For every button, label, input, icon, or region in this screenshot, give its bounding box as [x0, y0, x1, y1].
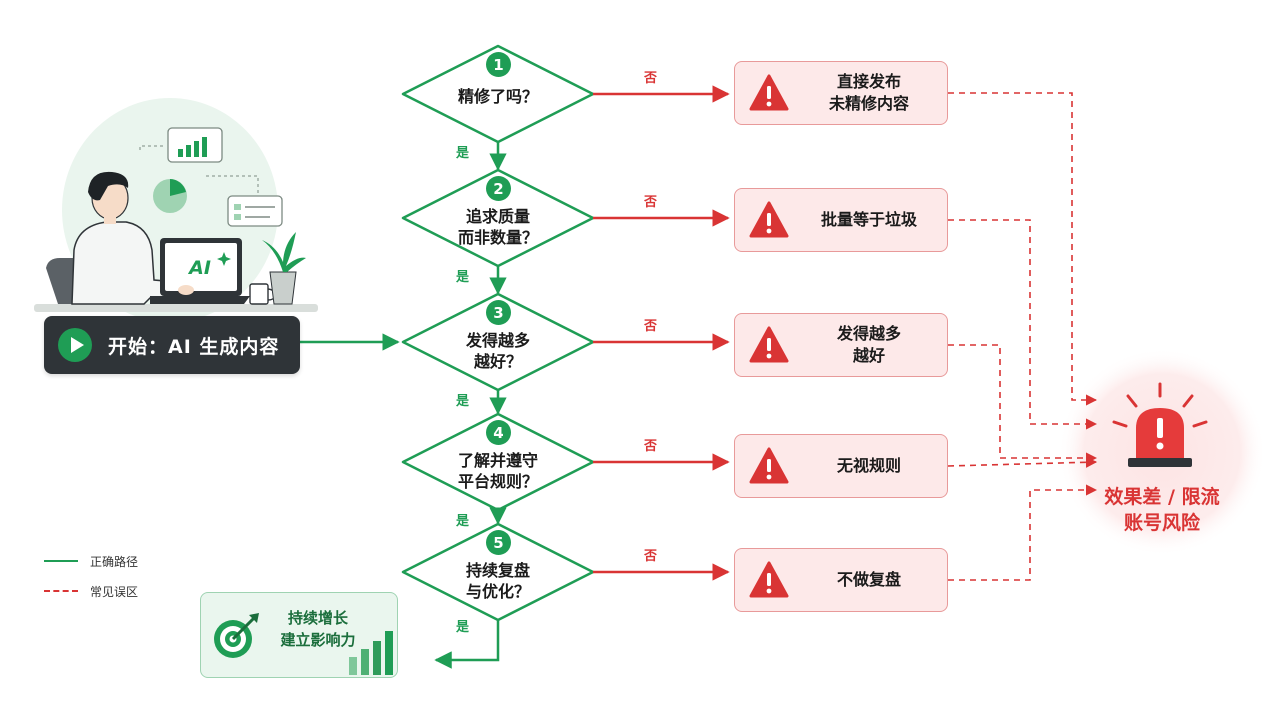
- growth-bars-icon: [349, 631, 393, 675]
- illustration: AI: [34, 98, 318, 322]
- legend-item-mistake: 常见误区: [44, 576, 138, 606]
- warning-icon: [749, 447, 789, 484]
- mistake-1-line-1: 直接发布: [836, 72, 901, 91]
- mistake-path-5: [948, 484, 1098, 581]
- danger-line-2: 账号风险: [1123, 512, 1200, 534]
- legend-label-correct: 正确路径: [90, 554, 139, 569]
- warning-icon: [749, 326, 789, 363]
- no-label-4: 否: [644, 439, 658, 454]
- danger-outcome: 效果差 / 限流 账号风险: [1092, 484, 1232, 536]
- mistake-text-5: 不做复盘: [797, 549, 941, 611]
- decision-4-line-2: 平台规则？: [457, 472, 538, 491]
- yes-label-5: 是: [456, 620, 470, 635]
- step-number-badge-1: 1: [486, 52, 511, 77]
- laptop-screen-text: AI: [187, 257, 211, 279]
- mistake-path-4: [947, 456, 1098, 468]
- result-text: 持续增长 建立影响力: [263, 607, 373, 651]
- yes-label-2: 是: [456, 270, 470, 285]
- decision-5-line-1: 持续复盘: [465, 561, 530, 580]
- step-number-badge-2: 2: [486, 176, 511, 201]
- mistake-text-4: 无视规则: [797, 435, 941, 497]
- yes-label-4: 是: [456, 514, 470, 529]
- result-node: 持续增长 建立影响力: [200, 592, 398, 678]
- mistake-4-line-1: 无视规则: [836, 456, 901, 475]
- mistake-box-2: 批量等于垃圾: [734, 188, 948, 252]
- mistake-box-4: 无视规则: [734, 434, 948, 498]
- decision-question-4: 了解并遵守平台规则？: [423, 450, 573, 492]
- alarm-siren-icon: [1112, 382, 1208, 467]
- decision-3-line-2: 越好？: [473, 352, 522, 371]
- decision-5-line-2: 与优化？: [465, 582, 530, 601]
- mistake-box-5: 不做复盘: [734, 548, 948, 612]
- legend-label-mistake: 常见误区: [90, 584, 139, 599]
- mistake-path-1: [948, 92, 1098, 406]
- yes-arrow-5: [434, 620, 500, 669]
- start-node: 开始：AI 生成内容: [44, 316, 300, 374]
- no-label-2: 否: [644, 195, 658, 210]
- warning-icon: [749, 201, 789, 238]
- target-icon: [214, 613, 259, 658]
- decision-2-line-2: 而非数量？: [457, 228, 538, 247]
- mistake-box-3: 发得越多越好: [734, 313, 948, 377]
- mistake-box-1: 直接发布未精修内容: [734, 61, 948, 125]
- mistake-text-1: 直接发布未精修内容: [797, 62, 941, 124]
- mistake-path-3: [948, 344, 1098, 464]
- decision-question-1: 精修了吗？: [423, 86, 573, 107]
- mistake-3-line-2: 越好: [852, 346, 885, 365]
- yes-label-3: 是: [456, 394, 470, 409]
- step-number-badge-4: 4: [486, 420, 511, 445]
- no-label-3: 否: [644, 319, 658, 334]
- warning-icon: [749, 561, 789, 598]
- mistake-1-line-2: 未精修内容: [828, 94, 909, 113]
- decision-4-line-1: 了解并遵守: [457, 451, 538, 470]
- decision-question-3: 发得越多越好？: [423, 330, 573, 372]
- warning-icon: [749, 74, 789, 111]
- no-label-1: 否: [644, 71, 658, 86]
- mistake-2-line-1: 批量等于垃圾: [820, 210, 917, 229]
- danger-line-1: 效果差 / 限流: [1104, 486, 1220, 508]
- mistake-text-3: 发得越多越好: [797, 314, 941, 376]
- mistake-path-2: [948, 219, 1098, 430]
- play-icon: [58, 328, 92, 362]
- result-line-1: 持续增长: [287, 609, 348, 627]
- start-label: 开始：AI 生成内容: [108, 335, 280, 358]
- step-number-badge-5: 5: [486, 530, 511, 555]
- legend: 正确路径 常见误区: [44, 546, 138, 606]
- mistake-5-line-1: 不做复盘: [836, 570, 901, 589]
- result-line-2: 建立影响力: [280, 631, 356, 649]
- decision-3-line-1: 发得越多: [465, 331, 530, 350]
- step-number-badge-3: 3: [486, 300, 511, 325]
- yes-label-1: 是: [456, 146, 470, 161]
- legend-item-correct: 正确路径: [44, 546, 138, 576]
- decision-2-line-1: 追求质量: [465, 207, 530, 226]
- mistake-3-line-1: 发得越多: [836, 324, 901, 343]
- mistake-text-2: 批量等于垃圾: [797, 189, 941, 251]
- decision-question-5: 持续复盘与优化？: [423, 560, 573, 602]
- decision-question-2: 追求质量而非数量？: [423, 206, 573, 248]
- no-label-5: 否: [644, 549, 658, 564]
- decision-1-line-1: 精修了吗？: [457, 87, 538, 106]
